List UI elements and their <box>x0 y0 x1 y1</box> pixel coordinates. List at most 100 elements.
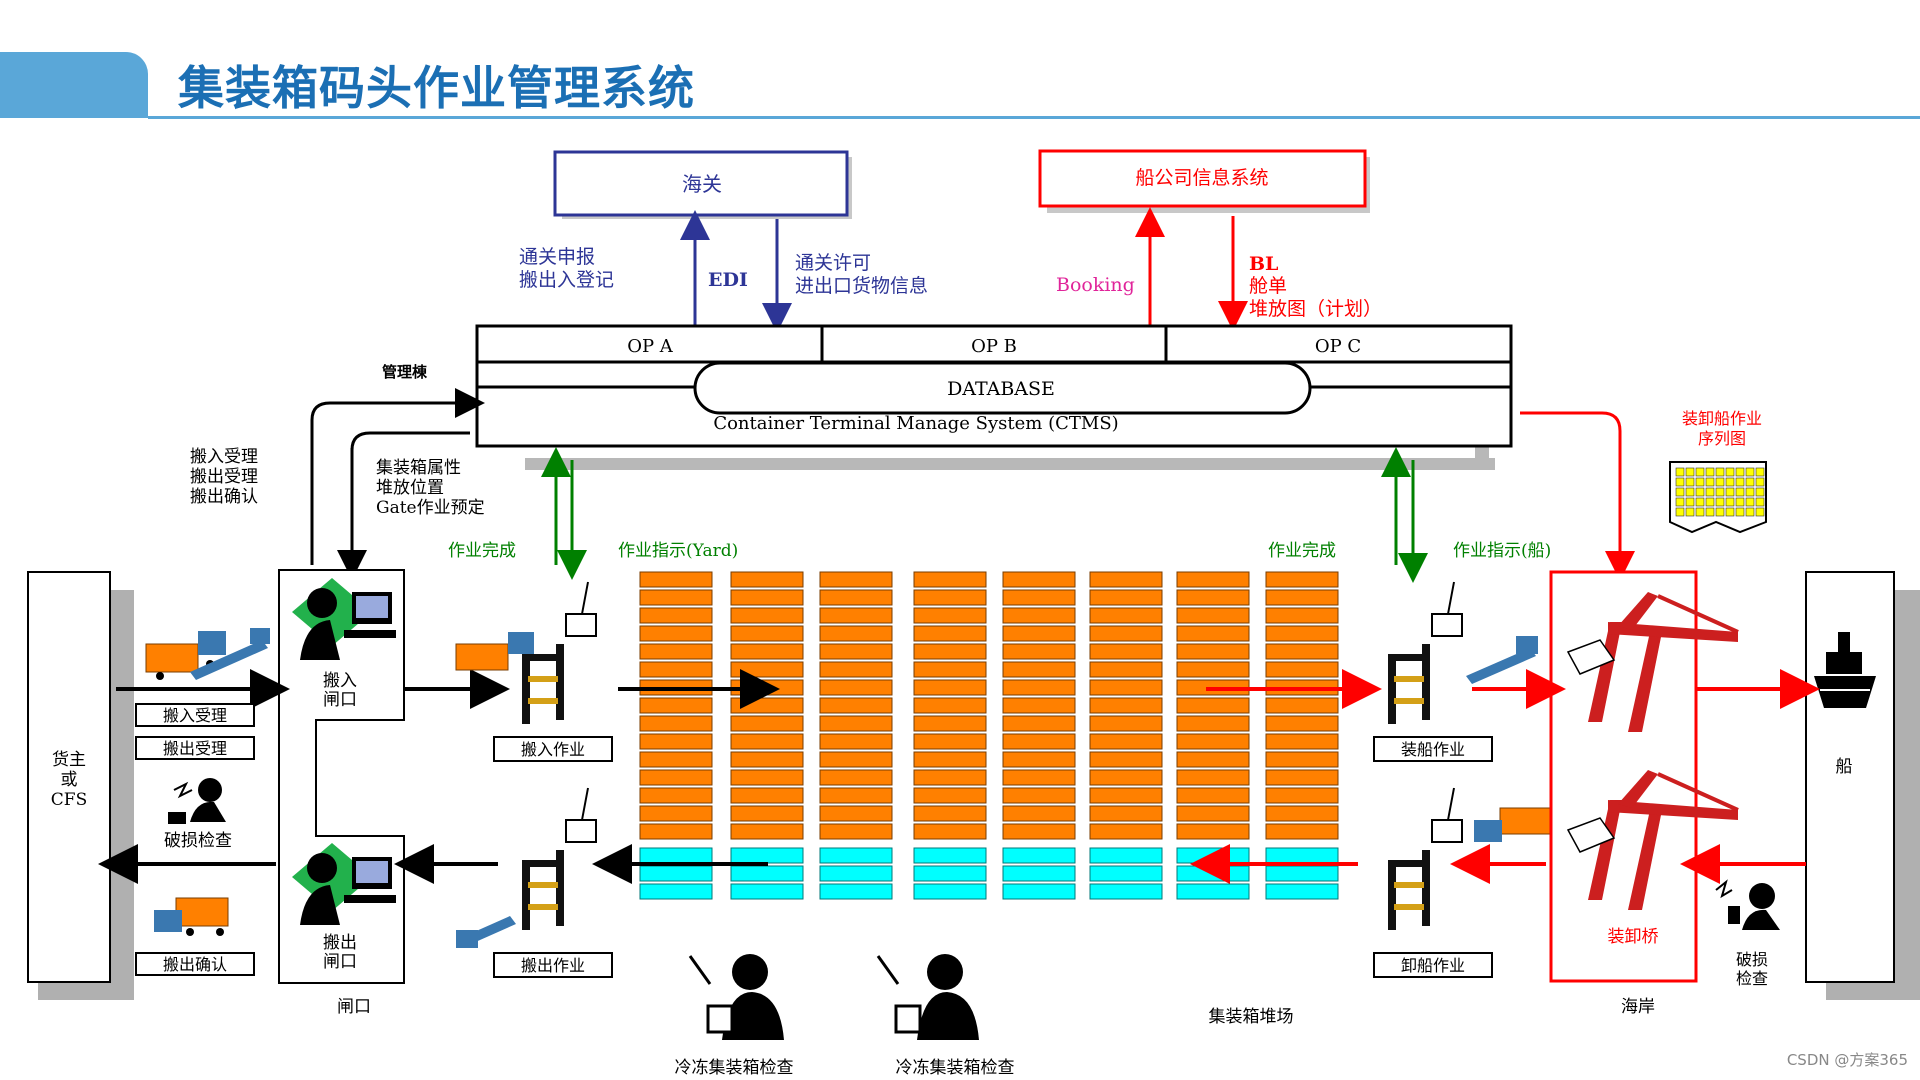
container-slot <box>1089 787 1163 804</box>
container-slot <box>639 733 713 750</box>
sequence-cell <box>1715 477 1725 487</box>
container-slot <box>730 805 804 822</box>
container-slot <box>913 715 987 732</box>
container-slot <box>730 571 804 588</box>
reefer-container-slot <box>1176 883 1250 900</box>
container-slot <box>913 751 987 768</box>
sequence-cell <box>1755 477 1765 487</box>
in-gate-line-2: 闸口 <box>323 690 357 710</box>
container-slot <box>1089 769 1163 786</box>
reefer-container-slot <box>1089 883 1163 900</box>
in-gate-line-1: 搬入 <box>323 671 357 691</box>
container-slot <box>1176 607 1250 624</box>
sequence-cell <box>1745 487 1755 497</box>
truck-icon-unload <box>1474 807 1551 842</box>
sequence-cell <box>1715 497 1725 507</box>
container-slot <box>1265 607 1339 624</box>
sequence-cell <box>1685 507 1695 517</box>
sequence-cell <box>1685 477 1695 487</box>
sequence-cell <box>1705 477 1715 487</box>
container-slot <box>1176 625 1250 642</box>
reefer-check-2: 冷冻集装箱检查 <box>896 1058 1015 1078</box>
page-title: 集装箱码头作业管理系统 <box>178 61 695 115</box>
sequence-cell <box>1675 477 1685 487</box>
container-slot <box>913 607 987 624</box>
customs-right-text-1: 通关许可 <box>795 252 871 274</box>
sequence-cell <box>1695 497 1705 507</box>
yard-label: 集装箱堆场 <box>1209 1007 1294 1027</box>
booking-label: Booking <box>1056 274 1135 296</box>
reefer-inspector-icon-2 <box>876 954 979 1040</box>
reefer-container-slot <box>819 865 893 882</box>
edi-label: EDI <box>708 269 748 291</box>
shore-label: 海岸 <box>1621 997 1655 1017</box>
container-slot <box>819 661 893 678</box>
container-slot <box>639 571 713 588</box>
container-slot <box>913 769 987 786</box>
container-slot <box>639 607 713 624</box>
container-slot <box>913 643 987 660</box>
sequence-cell <box>1695 507 1705 517</box>
sequence-cell <box>1705 507 1715 517</box>
sequence-cell <box>1725 507 1735 517</box>
container-slot <box>1089 733 1163 750</box>
container-slot <box>819 733 893 750</box>
in-accept-box: 搬入受理 <box>135 703 255 727</box>
container-slot <box>639 787 713 804</box>
truck-icon-yard-in <box>455 632 534 671</box>
out-work-label: 搬出作业 <box>521 956 585 975</box>
straddle-carrier-icon <box>522 787 597 930</box>
shore-damage-check-2: 检查 <box>1736 969 1768 988</box>
bl-label: BL <box>1249 253 1278 275</box>
container-slot <box>1176 733 1250 750</box>
container-slot <box>819 805 893 822</box>
container-slot <box>1176 769 1250 786</box>
container-slot <box>1089 607 1163 624</box>
truck-icon-yard-out <box>456 916 516 948</box>
truck-icon-out <box>154 897 229 936</box>
unload-work-label: 卸船作业 <box>1401 956 1465 975</box>
sequence-cell <box>1755 507 1765 517</box>
reefer-container-slot <box>730 865 804 882</box>
container-slot <box>819 751 893 768</box>
ship-box: 船 <box>1805 571 1920 1000</box>
customs-label: 海关 <box>682 172 722 196</box>
work-instr-ship: 作业指示(船) <box>1453 541 1551 561</box>
quay-cranes <box>1566 592 1739 910</box>
container-slot <box>730 751 804 768</box>
gate-info-attr-3: Gate作业预定 <box>376 498 485 518</box>
reefer-inspector-icon-1 <box>688 954 784 1040</box>
shipper-box: 货主 或 CFS <box>27 571 134 1000</box>
container-slot <box>1265 751 1339 768</box>
shipping-info-label: 船公司信息系统 <box>1135 167 1268 189</box>
container-slot <box>819 769 893 786</box>
work-done-left: 作业完成 <box>448 541 516 561</box>
sequence-cell <box>1725 497 1735 507</box>
container-slot <box>1176 751 1250 768</box>
sequence-cell <box>1705 487 1715 497</box>
sequence-cell <box>1695 477 1705 487</box>
container-slot <box>1176 697 1250 714</box>
container-slot <box>819 643 893 660</box>
container-slot <box>1089 589 1163 606</box>
shipper-line-2: 或 <box>61 770 78 790</box>
work-done-right: 作业完成 <box>1268 541 1336 561</box>
op-a-label: OP A <box>627 336 674 357</box>
sequence-cell <box>1745 477 1755 487</box>
container-slot <box>639 697 713 714</box>
container-slot <box>639 751 713 768</box>
ctms-name: Container Terminal Manage System (CTMS) <box>713 413 1118 434</box>
container-slot <box>639 769 713 786</box>
shipping-info-box: 船公司信息系统 <box>1038 149 1370 213</box>
truck-icon-load <box>1466 636 1538 684</box>
container-slot <box>730 769 804 786</box>
sequence-cell <box>1675 467 1685 477</box>
reefer-container-slot <box>819 883 893 900</box>
container-slot <box>639 661 713 678</box>
container-slot <box>1176 715 1250 732</box>
reefer-container-slot <box>639 865 713 882</box>
gate-info-attr-1: 集装箱属性 <box>376 458 461 478</box>
container-slot <box>913 679 987 696</box>
